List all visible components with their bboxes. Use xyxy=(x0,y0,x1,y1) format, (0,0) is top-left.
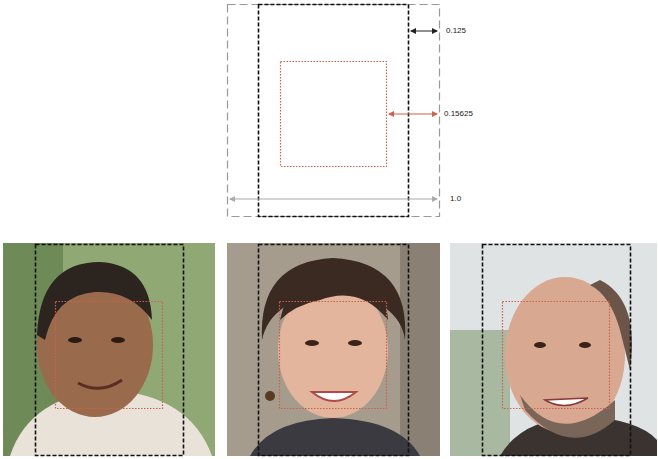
crop-box xyxy=(483,245,631,456)
dimension-label: 0.15625 xyxy=(443,110,474,118)
face-box xyxy=(281,62,387,167)
dimension-label: 1.0 xyxy=(449,195,462,203)
image-frame xyxy=(228,5,440,217)
dimension-arrow xyxy=(389,114,437,115)
dimension-arrow xyxy=(230,199,437,200)
crop-box xyxy=(259,245,409,456)
crop-box xyxy=(36,245,184,456)
face-box xyxy=(56,302,163,409)
crop-box xyxy=(259,5,409,217)
face-box xyxy=(503,302,610,409)
face-photo xyxy=(450,243,657,456)
face-box xyxy=(280,302,387,409)
dimension-label: 0.125 xyxy=(445,27,467,35)
face-photo xyxy=(3,243,215,456)
dimension-arrow xyxy=(411,31,437,32)
face-photo xyxy=(227,243,440,456)
